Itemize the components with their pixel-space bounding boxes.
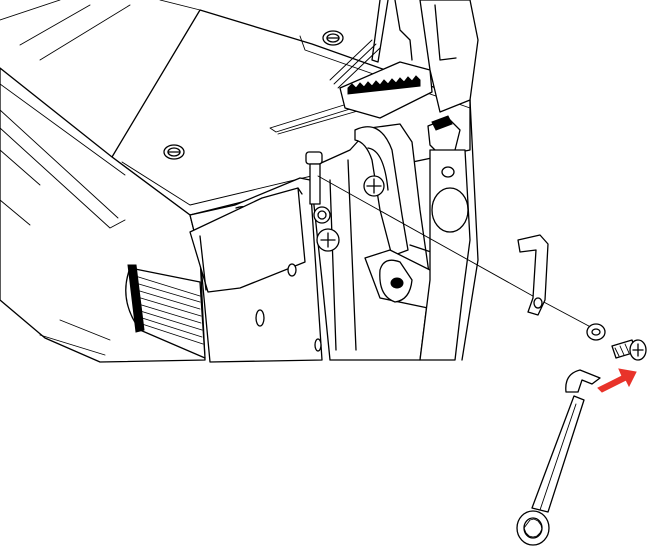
phillips-screw-left-icon [316, 228, 340, 252]
wrench-handle-inner [539, 403, 577, 511]
right-frame-lower [461, 99, 479, 361]
phillips-screw-icon [611, 339, 647, 361]
cover-slot-2 [277, 107, 369, 135]
phillips-screw-center-icon [363, 175, 385, 197]
arrow-shape [597, 368, 637, 393]
looper-arm-edge [367, 147, 389, 191]
box-wrench-icon [516, 369, 601, 546]
side-edge-3 [0, 127, 126, 229]
presser-spring [329, 39, 381, 89]
small-screw-icon [313, 206, 331, 224]
wrench-ring-inner [523, 517, 543, 539]
feed-dog-teeth [347, 75, 421, 95]
red-arrow-icon [597, 368, 637, 393]
lever-hub-hole [390, 277, 404, 289]
front-hole-1 [287, 263, 297, 277]
handwheel-icon [125, 264, 206, 359]
side-edge-2 [0, 109, 119, 219]
needle-plate [329, 0, 479, 119]
frame-inner-1 [329, 179, 337, 351]
needle-bar [371, 0, 389, 63]
side-edge-1 [0, 83, 126, 176]
cover-screw-top-icon [322, 30, 344, 46]
spring-hook [517, 234, 549, 316]
rod-top-knob-icon [305, 151, 323, 205]
washer-icon [586, 323, 606, 341]
inner-door-panel [189, 187, 306, 293]
side-edge-5 [0, 199, 31, 226]
inner-door-edge [199, 187, 303, 291]
front-hole-2 [255, 309, 265, 327]
side-base-lines [39, 319, 111, 356]
frame-inner-2 [347, 159, 357, 351]
looper-mechanism [305, 99, 479, 361]
right-column-screw [441, 166, 455, 178]
right-frame-edge [434, 4, 457, 61]
housing-hatch [0, 0, 201, 61]
upper-clamp-top [431, 115, 453, 131]
wrench-handle [531, 395, 585, 513]
presser-arm [394, 0, 413, 61]
wrench-ring-teeth [523, 518, 543, 538]
right-column [419, 149, 471, 361]
side-edge-4 [0, 149, 41, 186]
hook-bracket-body [517, 234, 549, 316]
hook-bracket-hole [533, 297, 543, 309]
cover-screw-left-icon [163, 144, 185, 160]
wrench-open-end [565, 369, 601, 393]
front-hole-3 [314, 338, 322, 352]
right-column-boss [431, 187, 469, 233]
